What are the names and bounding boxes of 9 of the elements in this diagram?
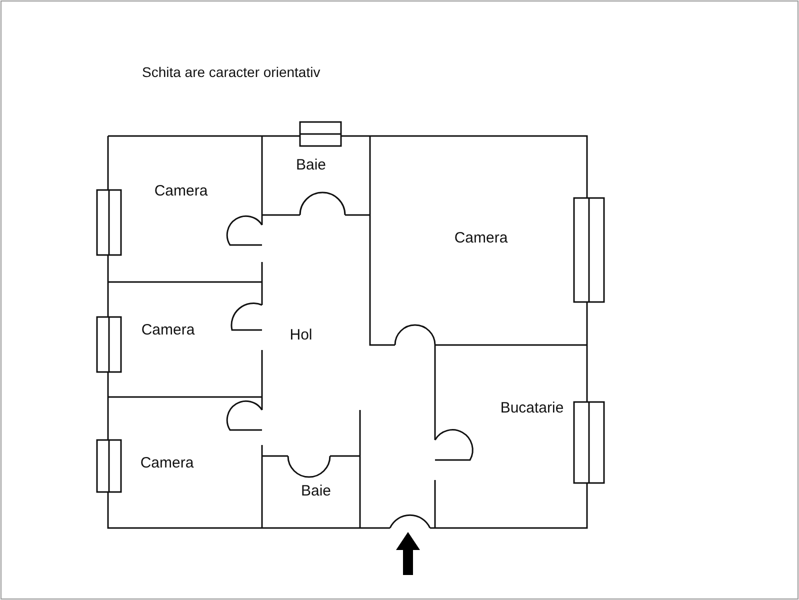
room-label: Baie [296, 156, 326, 174]
room-label: Baie [300, 482, 332, 500]
room-label: Camera [154, 182, 208, 200]
room-label: Camera [454, 230, 508, 246]
room-label: Bucatarie [500, 400, 564, 416]
note-text: Schita are caracter orientativ [142, 64, 320, 80]
room-label: Camera [140, 454, 194, 472]
room-label: Hol [290, 326, 312, 344]
room-label: Camera [141, 322, 195, 338]
